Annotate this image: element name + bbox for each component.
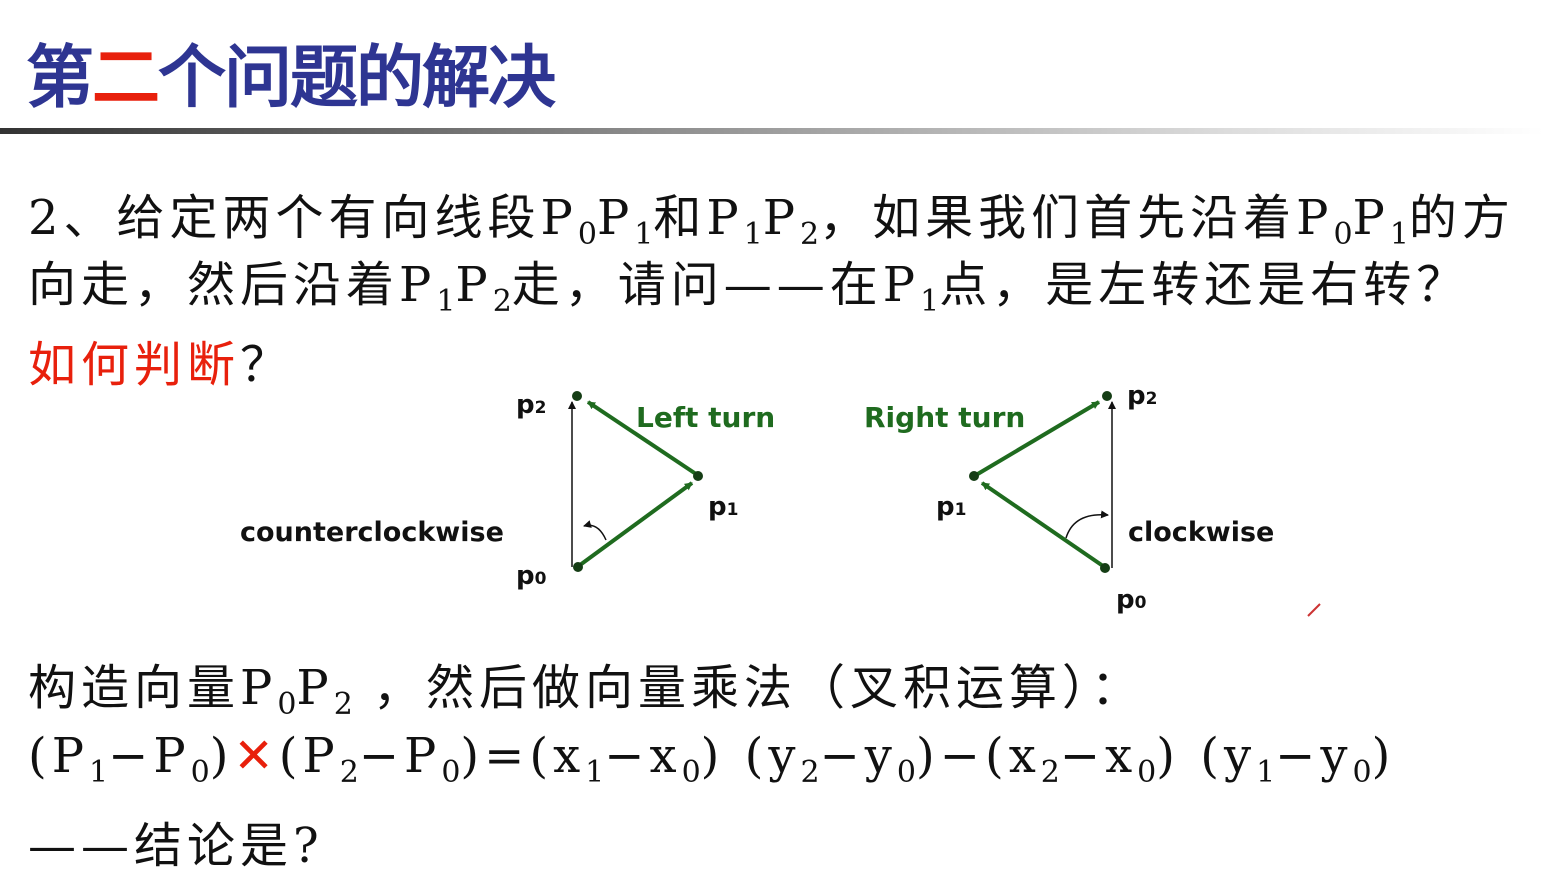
subscript: 1 — [1256, 755, 1276, 790]
label-p2: p2 — [516, 390, 546, 420]
text-segment: P — [455, 257, 493, 313]
text-segment: P — [1352, 190, 1390, 246]
point-p2 — [572, 391, 582, 401]
subscript: 1 — [920, 284, 940, 319]
subscript: 1 — [634, 217, 654, 252]
subscript: 1 — [436, 284, 456, 319]
point-p1 — [969, 471, 979, 481]
segment-p1p2 — [974, 400, 1101, 477]
text-segment: ，然后做向量乘法（叉积运算）： — [352, 660, 1145, 716]
text-segment: )=(x — [460, 728, 586, 784]
rotation-arrow — [583, 520, 607, 541]
title-part: 个问题的解决 — [158, 39, 556, 118]
point-p1 — [693, 471, 703, 481]
text-segment: ) (y — [700, 728, 801, 784]
question-line-2: 向走，然后沿着P1P2走，请问——在P1点，是左转还是右转？ — [28, 245, 1469, 319]
subscript: 0 — [681, 755, 701, 790]
point-p0 — [1100, 563, 1110, 573]
label-p0: p0 — [1116, 585, 1147, 615]
counterclockwise-label: counterclockwise — [240, 517, 504, 548]
right-turn-diagram: p2 p1 p0 Right turn clockwise — [864, 381, 1274, 615]
right-turn-caption: Right turn — [864, 401, 1025, 434]
segment-p0p1 — [980, 481, 1105, 568]
text-segment: 走，请问——在P — [511, 257, 921, 313]
text-segment: 构造向量P — [28, 660, 278, 716]
text-segment: −P — [358, 728, 442, 784]
point-p2 — [1102, 391, 1112, 401]
label-p2: p2 — [1127, 381, 1157, 411]
segment-p0p1 — [578, 481, 694, 567]
subscript: 1 — [89, 755, 109, 790]
rotation-arrow — [1065, 510, 1109, 539]
cross-product-formula: (P1−P0)✕(P2−P0)=(x1−x0) (y2−y0)−(x2−x0) … — [28, 728, 1395, 790]
subscript: 0 — [896, 755, 917, 790]
construct-vector-line: 构造向量P0P2 ，然后做向量乘法（叉积运算）： — [28, 648, 1144, 722]
text-segment: 点，是左转还是右转？ — [939, 257, 1470, 313]
subscript: 0 — [577, 217, 597, 252]
subscript: 2 — [800, 755, 820, 790]
text-segment: ) (y — [1156, 728, 1257, 784]
subscript: 0 — [1137, 755, 1157, 790]
subscript: 0 — [1352, 755, 1372, 790]
text-segment: ) — [1371, 728, 1396, 784]
text-segment: 2、给定两个有向线段P — [28, 190, 578, 246]
subscript: 0 — [190, 755, 210, 790]
text-segment: −x — [604, 728, 682, 784]
subscript: 0 — [441, 755, 461, 790]
text-segment: ——结论是? — [28, 818, 324, 874]
label-p0: p0 — [516, 561, 547, 591]
title-part: 第 — [26, 39, 94, 118]
text-segment: P — [296, 660, 334, 716]
text-segment: 的方 — [1408, 190, 1515, 246]
how-to-judge: 如何判断？ — [28, 325, 293, 395]
subscript: 2 — [800, 217, 820, 252]
subscript: 1 — [585, 755, 605, 790]
conclusion-question: ——结论是? — [28, 806, 324, 876]
subscript: 2 — [492, 284, 512, 319]
cross-icon: ✕ — [233, 728, 279, 784]
pen-cursor-icon — [1307, 603, 1321, 617]
subscript: 1 — [743, 217, 763, 252]
question-line-1: 2、给定两个有向线段P0P1和P1P2，如果我们首先沿着P0P1的方 — [28, 178, 1515, 252]
subscript: 1 — [1389, 217, 1409, 252]
text-segment: −y — [819, 728, 897, 784]
text-segment: −y — [1275, 728, 1353, 784]
text-segment: ？ — [240, 337, 294, 393]
text-segment: P — [762, 190, 801, 246]
text-segment: −x — [1059, 728, 1138, 784]
title-divider — [0, 128, 1544, 134]
text-segment: P — [596, 190, 635, 246]
subscript: 2 — [339, 755, 359, 790]
subscript: 2 — [1040, 755, 1060, 790]
text-segment: (P — [28, 728, 90, 784]
text-segment: 和P — [653, 190, 744, 246]
label-p1: p1 — [936, 492, 966, 522]
text-segment: ) — [209, 728, 234, 784]
point-p0 — [573, 562, 583, 572]
segment-p1p2 — [586, 400, 698, 476]
text-segment: (P — [278, 728, 340, 784]
subscript: 2 — [333, 687, 353, 722]
subscript: 0 — [277, 687, 297, 722]
slide-title: 第二个问题的解决 — [26, 22, 556, 121]
left-turn-diagram: p2 p1 p0 Left turn counterclockwise — [240, 390, 775, 591]
text-segment: )−(x — [916, 728, 1041, 784]
text-segment: 向走，然后沿着P — [28, 257, 437, 313]
subscript: 0 — [1333, 217, 1353, 252]
clockwise-label: clockwise — [1128, 517, 1274, 548]
title-highlight: 二 — [92, 39, 160, 118]
text-segment: ，如果我们首先沿着P — [819, 190, 1334, 246]
label-p1: p1 — [708, 492, 738, 522]
text-segment: 如何判断 — [28, 337, 241, 393]
text-segment: −P — [108, 728, 191, 784]
left-turn-caption: Left turn — [636, 401, 775, 434]
